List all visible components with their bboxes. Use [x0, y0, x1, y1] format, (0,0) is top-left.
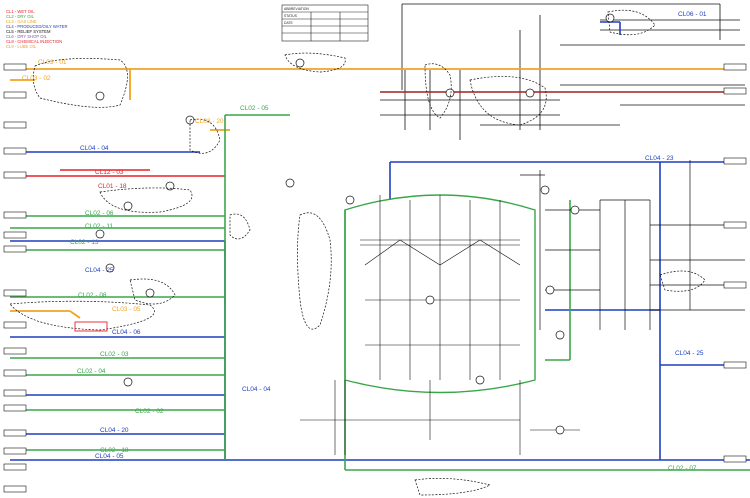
left-edge-tags: [3, 63, 747, 493]
vessel-internals: [300, 195, 580, 455]
label-cl03-02: CL03 - 02: [22, 75, 51, 82]
top-instrument-lines: [380, 3, 745, 140]
label-cl03-20: CL03 - 20: [195, 118, 224, 125]
revision-clouds: [9, 9, 706, 496]
label-cl04-25-right: CL04 - 25: [675, 350, 704, 357]
label-cl02-06: CL02 - 06: [85, 210, 114, 217]
right-side-equipment: [520, 160, 745, 330]
legend-item-6: CL6 - DRY SHOP OIL: [6, 34, 48, 39]
label-cl04-04-bottom: CL04 - 04: [242, 386, 271, 393]
title-block: ABBREVIATION STATUS DATE: [281, 4, 369, 42]
label-cl12-03: CL12 - 03: [95, 169, 124, 176]
line-class-legend: CL1 - WET OIL CL2 - DRY OIL CL3 - GAS LI…: [6, 9, 68, 49]
title-block-row-2: STATUS: [284, 14, 298, 18]
label-cl04-23: CL04 - 23: [645, 155, 674, 162]
label-cl06-01: CL06 - 01: [678, 11, 707, 18]
label-cl02-03: CL02 - 03: [100, 351, 129, 358]
wet-oil-line: [10, 169, 225, 177]
label-cl02-05: CL02 - 05: [240, 105, 269, 112]
label-cl02-11: CL02 - 11: [85, 223, 113, 230]
legend-item-2: CL2 - DRY OIL: [6, 14, 35, 19]
legend-item-3: CL3 - GAS LINE: [6, 19, 37, 24]
legend-item-5: CL5 - RELIEF SYSTEM: [6, 29, 51, 34]
label-cl02-13: CL02 - 13: [70, 239, 99, 246]
label-cl04-06: CL04 - 06: [112, 329, 141, 336]
label-cl02-18: CL02 - 18: [100, 447, 129, 454]
label-cl02-08: CL02 - 08: [78, 292, 107, 299]
label-cl04-25-left: CL04 - 25: [85, 267, 114, 274]
title-block-row-1: ABBREVIATION: [284, 7, 309, 11]
title-block-row-3: DATE: [284, 21, 294, 25]
label-cl04-20: CL04 - 20: [100, 427, 129, 434]
label-cl04-05: CL04 - 05: [95, 453, 124, 460]
legend-item-7: CL8 - CHEMICAL INJECTION: [6, 39, 62, 44]
legend-item-8: CL9 - LUBE OIL: [6, 44, 37, 49]
label-cl04-04-top: CL04 - 04: [80, 145, 109, 152]
label-cl02-02: CL02 - 02: [135, 408, 164, 415]
label-cl03-05: CL03 - 05: [112, 306, 141, 313]
separator-vessel: [344, 194, 536, 394]
legend-item-1: CL1 - WET OIL: [6, 9, 35, 14]
legend-item-4: CL4 - PRODUCED/OILY WATER: [6, 24, 68, 29]
label-cl02-04: CL02 - 04: [77, 368, 106, 375]
loop-labels: CL03 - 01 CL03 - 02 CL03 - 20 CL06 - 01 …: [22, 11, 707, 472]
instrument-bubbles: [95, 13, 615, 435]
highlight-box: [74, 321, 108, 332]
label-cl03-01: CL03 - 01: [38, 59, 67, 66]
label-cl01-18: CL01 - 18: [98, 183, 127, 190]
gas-line-header: [10, 68, 745, 319]
label-cl02-07: CL02 - 07: [668, 465, 697, 472]
